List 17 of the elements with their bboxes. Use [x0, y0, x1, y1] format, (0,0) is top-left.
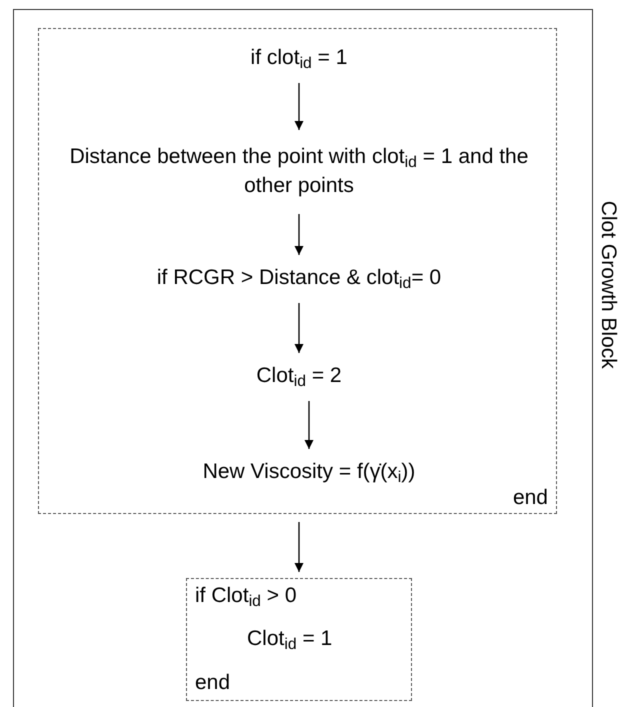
- arrow: [294, 303, 304, 353]
- arrow: [294, 522, 304, 572]
- arrow: [304, 401, 314, 449]
- arrow: [294, 214, 304, 255]
- end-keyword: end: [195, 670, 232, 696]
- dashed-block: [38, 28, 557, 514]
- statement-text: Distance between the point with clot$_{id}$ = 1 and the other points: [59, 136, 539, 206]
- arrow: [294, 83, 304, 130]
- statement-text: if Clot$_{id}$ > 0: [195, 583, 298, 610]
- statement-text: Clot$_{id}$ = 2: [199, 359, 399, 393]
- statement-text: New Viscosity = f(γ̇(x$_{i}$)): [149, 455, 469, 489]
- block-title: Clot Growth Block: [596, 200, 621, 370]
- statement-text: if RCGR > Distance & clot$_{id}$= 0: [79, 261, 519, 295]
- statement-text: if clot$_{id}$ = 1: [179, 41, 419, 75]
- dashed-block: [186, 578, 412, 701]
- end-keyword: end: [512, 484, 548, 511]
- statement-text: Clot$_{id}$ = 1: [246, 626, 334, 653]
